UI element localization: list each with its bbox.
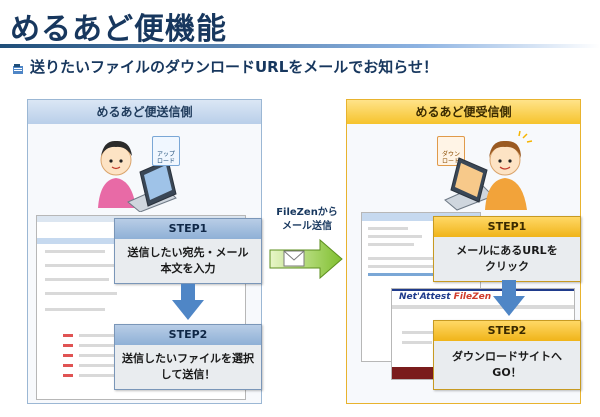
upload-document-icon: アップ ロード — [152, 136, 180, 166]
transfer-label: FileZenから メール送信 — [272, 206, 342, 234]
transfer-label-line2: メール送信 — [272, 220, 342, 234]
sender-step2-line2: して送信！ — [119, 367, 257, 383]
receiver-person-icon — [441, 130, 533, 216]
receiver-down-arrow-icon — [493, 280, 525, 316]
title-underline — [0, 44, 600, 48]
sender-step1-title: STEP1 — [115, 219, 261, 239]
receiver-step1-card: STEP1 メールにあるURLを クリック — [433, 216, 581, 282]
sender-step2-card: STEP2 送信したいファイルを選択 して送信！ — [114, 324, 262, 390]
receiver-step2-title: STEP2 — [434, 321, 580, 341]
sender-step2-line1: 送信したいファイルを選択 — [119, 351, 257, 367]
receiver-panel-heading: めるあど便受信側 — [347, 100, 580, 124]
transfer-label-line1: FileZenから — [272, 206, 342, 220]
sender-panel-heading: めるあど便送信側 — [28, 100, 261, 124]
upload-label-2: ロード — [153, 158, 179, 165]
transfer-arrow-icon — [268, 238, 344, 280]
filezen-logo-name: FileZen — [454, 292, 491, 302]
sender-step1-line2: 本文を入力 — [119, 261, 257, 277]
filezen-logo-prefix: Net'Attest — [399, 292, 454, 302]
sender-down-arrow-icon — [172, 284, 204, 320]
receiver-step1-line2: クリック — [438, 259, 576, 275]
page-title: めるあど便機能 — [10, 4, 227, 48]
subtitle-text: 送りたいファイルのダウンロードURLをメールでお知らせ！ — [30, 56, 438, 77]
receiver-step2-card: STEP2 ダウンロードサイトへGO！ — [433, 320, 581, 390]
sender-panel: めるあど便送信側 アップ ロード — [27, 99, 262, 404]
receiver-step1-line1: メールにあるURLを — [438, 243, 576, 259]
filezen-logo: Net'Attest FileZen — [399, 292, 491, 302]
receiver-step1-title: STEP1 — [434, 217, 580, 237]
document-bullet-icon — [12, 61, 24, 72]
receiver-step2-line1: ダウンロードサイトへGO！ — [438, 349, 576, 381]
receiver-panel: めるあど便受信側 ダウン ロード Ne — [346, 99, 581, 404]
sender-step2-title: STEP2 — [115, 325, 261, 345]
sender-step1-card: STEP1 送信したい宛先・メール 本文を入力 — [114, 218, 262, 284]
sender-step1-line1: 送信したい宛先・メール — [119, 245, 257, 261]
subtitle: 送りたいファイルのダウンロードURLをメールでお知らせ！ — [12, 56, 438, 77]
upload-label-1: アップ — [153, 151, 179, 158]
